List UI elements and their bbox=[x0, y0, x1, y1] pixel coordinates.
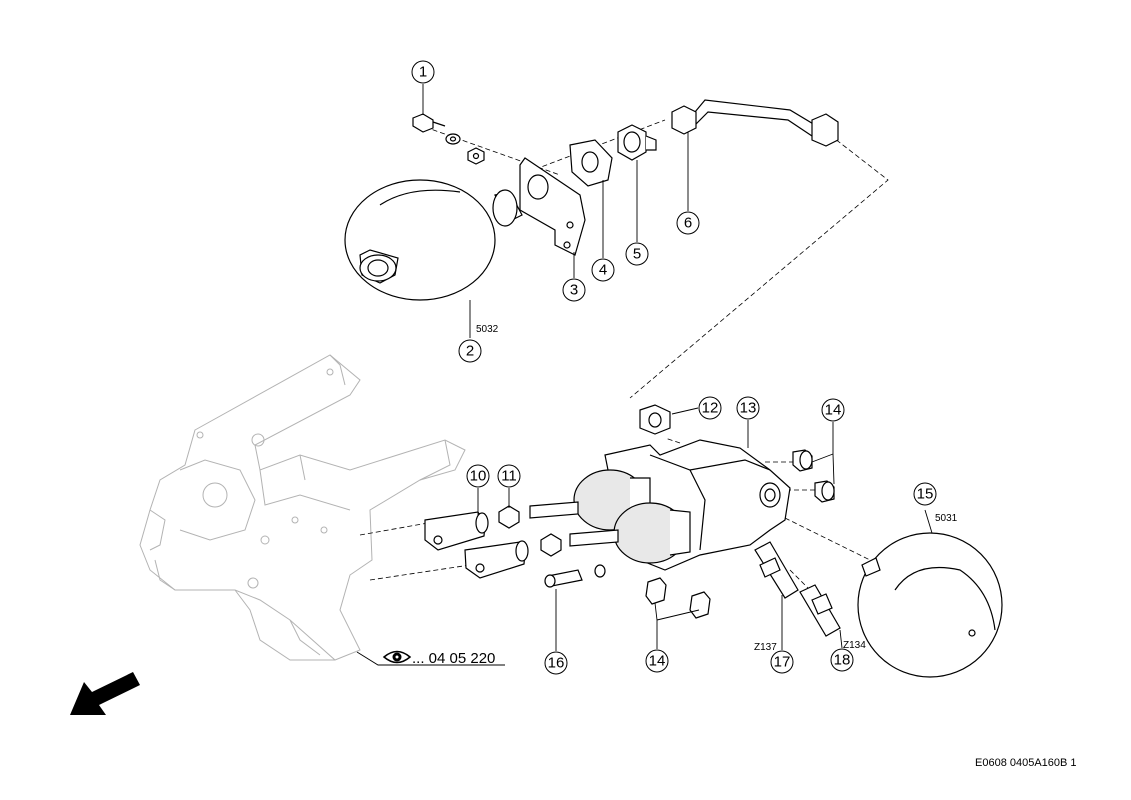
part-code-z134: Z134 bbox=[843, 640, 866, 651]
callout-16: 16 bbox=[544, 651, 568, 675]
bolt-16 bbox=[544, 564, 606, 588]
part-code-5031: 5031 bbox=[935, 513, 958, 524]
callout-18: 18 bbox=[830, 648, 854, 672]
svg-text:17: 17 bbox=[774, 654, 791, 671]
svg-text:6: 6 bbox=[684, 215, 692, 232]
drawing-code: E0608 0405A160B 1 bbox=[975, 757, 1077, 769]
svg-text:3: 3 bbox=[570, 282, 578, 299]
callouts: 1 2 3 4 5 6 10 11 12 13 14 15 16 14 17 1… bbox=[411, 60, 937, 675]
part-code-5032: 5032 bbox=[476, 324, 499, 335]
accumulator-5031 bbox=[857, 532, 1003, 678]
svg-text:1: 1 bbox=[419, 64, 427, 81]
callout-11: 11 bbox=[497, 464, 521, 488]
pipe-6 bbox=[671, 99, 839, 147]
svg-text:15: 15 bbox=[917, 486, 934, 503]
callout-15: 15 bbox=[913, 482, 937, 506]
svg-text:13: 13 bbox=[740, 400, 757, 417]
boot-lower bbox=[613, 502, 691, 564]
nut-plate-4 bbox=[569, 139, 613, 187]
accumulator-5032 bbox=[344, 179, 523, 301]
callout-13: 13 bbox=[736, 396, 760, 420]
washer bbox=[445, 133, 461, 145]
fitting-12 bbox=[639, 404, 671, 435]
sensor-18 bbox=[799, 584, 841, 637]
push-rods bbox=[529, 501, 619, 547]
sensor-17 bbox=[754, 541, 799, 599]
nut bbox=[467, 147, 485, 165]
tractor-frame-outline bbox=[139, 354, 466, 661]
svg-text:4: 4 bbox=[599, 262, 607, 279]
svg-text:10: 10 bbox=[470, 468, 487, 485]
callout-6: 6 bbox=[676, 211, 700, 235]
plug-14-bottom bbox=[645, 577, 711, 619]
clevis-10 bbox=[424, 511, 529, 579]
svg-text:12: 12 bbox=[702, 400, 719, 417]
eye-icon bbox=[382, 650, 412, 664]
svg-text:18: 18 bbox=[834, 652, 851, 669]
callout-4: 4 bbox=[591, 258, 615, 282]
plug-14-right bbox=[792, 449, 835, 503]
callout-10: 10 bbox=[466, 464, 490, 488]
svg-text:16: 16 bbox=[548, 655, 565, 672]
bracket-3 bbox=[519, 157, 586, 256]
adapter-5 bbox=[617, 124, 657, 161]
callout-12: 12 bbox=[698, 396, 722, 420]
callout-3: 3 bbox=[562, 278, 586, 302]
part-code-z137: Z137 bbox=[754, 642, 777, 653]
bolt-1 bbox=[412, 113, 446, 133]
svg-text:5: 5 bbox=[633, 246, 641, 263]
svg-text:2: 2 bbox=[466, 343, 474, 360]
svg-text:11: 11 bbox=[501, 468, 517, 485]
callout-leader-lines bbox=[356, 84, 933, 666]
reference-text: ... 04 05 220 bbox=[412, 650, 495, 667]
svg-text:14: 14 bbox=[649, 653, 666, 670]
svg-text:14: 14 bbox=[825, 402, 842, 419]
callout-14-right: 14 bbox=[821, 398, 845, 422]
callout-5: 5 bbox=[625, 242, 649, 266]
arrow-down-left-icon bbox=[70, 672, 140, 715]
callout-17: 17 bbox=[770, 650, 794, 674]
callout-1: 1 bbox=[411, 60, 435, 84]
callout-2: 2 bbox=[458, 339, 482, 363]
callout-14-bottom: 14 bbox=[645, 649, 669, 673]
